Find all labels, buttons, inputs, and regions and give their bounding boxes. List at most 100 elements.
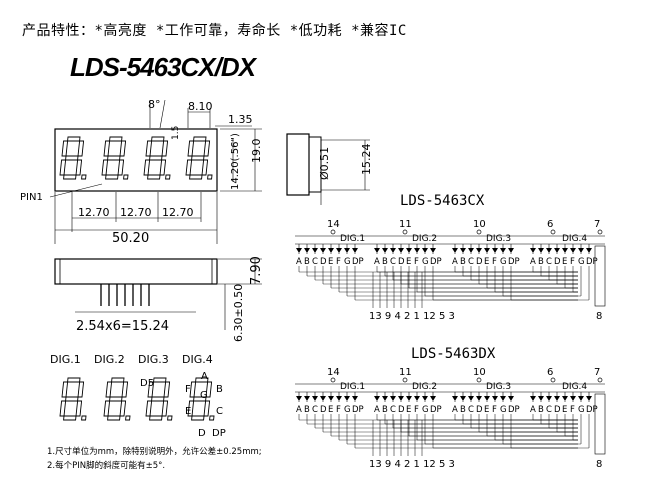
segment bbox=[111, 377, 125, 383]
dig-label: DIG.2 bbox=[412, 382, 437, 392]
seg-letter: B bbox=[382, 405, 388, 415]
seg-letter: A bbox=[374, 405, 380, 415]
dig-label: DIG.1 bbox=[340, 234, 365, 244]
dig-label: DIG.4 bbox=[562, 382, 587, 392]
top-pin: 11 bbox=[399, 367, 412, 378]
seg-label-e: E bbox=[185, 406, 191, 417]
seg-letter: DP bbox=[508, 257, 520, 267]
seg-label-c: C bbox=[216, 406, 223, 417]
segment bbox=[67, 136, 81, 142]
seg-letter: A bbox=[296, 257, 302, 267]
segment bbox=[151, 396, 165, 402]
front-view: 19.0 14.20(.56") 8° 8.10 1.35 1.5 PIN1 1… bbox=[20, 98, 263, 246]
segment bbox=[105, 381, 113, 398]
seg-letter: C bbox=[390, 257, 396, 267]
dim-pitch: 2.54x6=15.24 bbox=[76, 319, 169, 334]
front-digit-1 bbox=[59, 136, 87, 180]
segment bbox=[59, 159, 67, 176]
seg-letter: DP bbox=[352, 405, 364, 415]
segment bbox=[191, 415, 205, 421]
top-pin: 6 bbox=[547, 219, 553, 230]
segment bbox=[189, 174, 203, 180]
seg-letter: D bbox=[398, 257, 405, 267]
seg-letter: E bbox=[562, 257, 567, 267]
segment bbox=[143, 159, 151, 176]
segment bbox=[163, 381, 171, 398]
seg-label-g: G bbox=[200, 390, 208, 401]
segment bbox=[145, 140, 153, 157]
note-2: 2.每个PIN脚的斜度可能有±5°. bbox=[47, 461, 166, 471]
seg-letter: A bbox=[452, 405, 458, 415]
top-pin: 14 bbox=[327, 219, 340, 230]
seg-letter: F bbox=[570, 257, 575, 267]
segment bbox=[75, 400, 83, 417]
segment bbox=[121, 381, 129, 398]
seg-letter: B bbox=[304, 405, 310, 415]
pitch-1: 12.70 bbox=[78, 206, 110, 219]
segment bbox=[187, 400, 195, 417]
seg-letter: C bbox=[312, 257, 318, 267]
note-1: 1.尺寸单位为mm，除特别说明外，允许公差±0.25mm; bbox=[47, 447, 262, 457]
segment bbox=[61, 140, 69, 157]
dp bbox=[81, 174, 87, 180]
seg-letter: C bbox=[546, 257, 552, 267]
top-pin: 10 bbox=[473, 367, 486, 378]
legend-digit-1 bbox=[59, 377, 87, 421]
pin1-label: PIN1 bbox=[20, 192, 43, 203]
seg-letter: E bbox=[562, 405, 567, 415]
segment bbox=[149, 155, 163, 161]
seg-label-a: A bbox=[201, 371, 208, 382]
seg-letter: F bbox=[570, 405, 575, 415]
seg-letter: G bbox=[578, 405, 585, 415]
segment bbox=[201, 159, 209, 176]
legend-dig-3: DIG.3 bbox=[138, 353, 169, 366]
segment bbox=[107, 155, 121, 161]
side-view: Ø0.51 15.24 bbox=[286, 133, 373, 205]
segment bbox=[149, 415, 163, 421]
segment bbox=[105, 174, 119, 180]
segment bbox=[193, 136, 207, 142]
dim-height: 19.0 bbox=[250, 139, 263, 164]
segment bbox=[61, 381, 69, 398]
dig-label: DIG.2 bbox=[412, 234, 437, 244]
seg-letter: E bbox=[484, 257, 489, 267]
seg-letter: F bbox=[414, 257, 419, 267]
dim-seg-small: 1.5 bbox=[171, 126, 181, 140]
segment bbox=[119, 400, 127, 417]
seg-letter: DP bbox=[430, 257, 442, 267]
segment bbox=[189, 381, 197, 398]
seg-letter: G bbox=[344, 257, 351, 267]
seg-letter: B bbox=[460, 405, 466, 415]
seg-letter: E bbox=[406, 257, 411, 267]
seg-letter: DP bbox=[508, 405, 520, 415]
seg-letter: A bbox=[296, 405, 302, 415]
legend-view: DIG.1 DIG.2 DIG.3 DIG.4 A F G B E C D DP… bbox=[50, 353, 226, 439]
seg-letter: DP bbox=[586, 405, 598, 415]
segment bbox=[195, 377, 209, 383]
segment bbox=[65, 396, 79, 402]
seg-letter: G bbox=[422, 405, 429, 415]
segment bbox=[161, 140, 169, 157]
segment bbox=[203, 400, 211, 417]
seg-letter: DP bbox=[586, 257, 598, 267]
seg-letter: E bbox=[328, 257, 333, 267]
seg-letter: G bbox=[500, 257, 507, 267]
pitch-2: 12.70 bbox=[120, 206, 152, 219]
front-digit-3 bbox=[143, 136, 171, 180]
seg-letter: G bbox=[344, 405, 351, 415]
dim-depth: 15.24 bbox=[360, 144, 373, 176]
dp bbox=[125, 415, 131, 421]
seg-letter: F bbox=[492, 405, 497, 415]
seg-letter: D bbox=[476, 405, 483, 415]
dig-label: DIG.1 bbox=[340, 382, 365, 392]
seg-letter: D bbox=[476, 257, 483, 267]
segment bbox=[193, 396, 207, 402]
seg-letter: C bbox=[390, 405, 396, 415]
segment bbox=[101, 159, 109, 176]
seg-letter: A bbox=[530, 257, 536, 267]
top-pin: 14 bbox=[327, 367, 340, 378]
seg-letter: F bbox=[336, 257, 341, 267]
dp bbox=[207, 174, 213, 180]
top-pin: 7 bbox=[594, 219, 600, 230]
